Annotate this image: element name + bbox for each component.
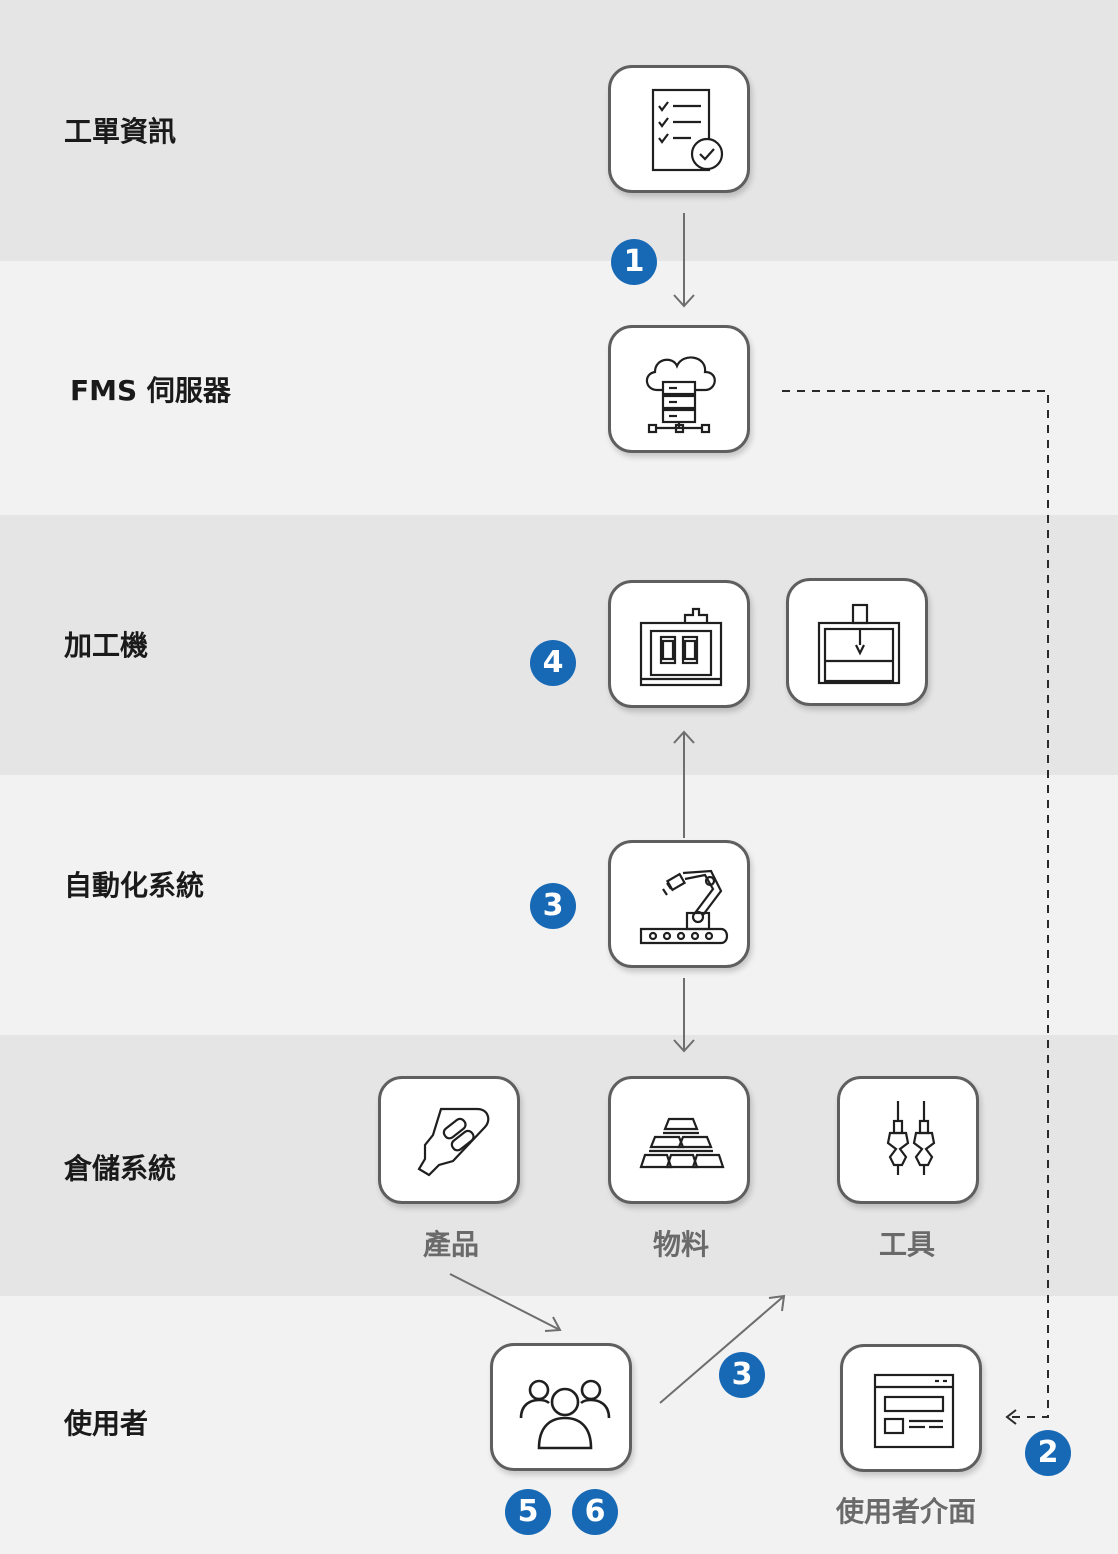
step-badge-5: 5 xyxy=(505,1489,551,1535)
arrowhead xyxy=(673,1039,695,1053)
step-badge-1: 1 xyxy=(611,239,657,285)
arrowhead xyxy=(673,294,695,308)
arrowhead xyxy=(673,730,695,744)
browser-window-icon xyxy=(873,1373,955,1449)
users-group-icon xyxy=(519,1379,611,1450)
arrowhead xyxy=(1005,1409,1017,1425)
material-box xyxy=(608,1076,750,1204)
caption-tool: 工具 xyxy=(878,1228,935,1261)
row-label-warehouse: 倉儲系統 xyxy=(64,1152,177,1185)
arrowhead xyxy=(768,1294,786,1312)
caption-user-interface: 使用者介面 xyxy=(835,1495,976,1528)
automation-box xyxy=(608,840,750,968)
tool-holders-icon xyxy=(886,1101,936,1175)
band-fms-server xyxy=(0,261,1118,515)
cnc-machine-box xyxy=(608,580,750,708)
user-interface-box xyxy=(840,1344,982,1472)
step-badge-6: 6 xyxy=(572,1489,618,1535)
product-part-icon xyxy=(417,1107,490,1177)
product-box xyxy=(378,1076,520,1204)
step-badge-3-automation: 3 xyxy=(530,883,576,929)
caption-product: 產品 xyxy=(422,1228,479,1261)
material-bars-icon xyxy=(639,1117,725,1169)
fms-server-box xyxy=(608,325,750,453)
arrow-user-to-warehouse xyxy=(659,1295,785,1404)
step-badge-3-user: 3 xyxy=(719,1352,765,1398)
arrowhead xyxy=(544,1316,562,1332)
dashed-server-to-ui xyxy=(782,390,1049,1418)
caption-material: 物料 xyxy=(652,1228,709,1261)
tool-box xyxy=(837,1076,979,1204)
step-badge-4: 4 xyxy=(530,640,576,686)
step-badge-2: 2 xyxy=(1025,1430,1071,1476)
milling-machine-box xyxy=(786,578,928,706)
robot-arm-conveyor-icon xyxy=(639,869,729,945)
row-label-fms-server: FMS 伺服器 xyxy=(70,374,231,407)
cnc-machine-icon xyxy=(639,607,723,687)
user-box xyxy=(490,1343,632,1471)
milling-machine-icon xyxy=(817,603,901,685)
cloud-server-icon xyxy=(645,356,716,434)
row-label-user: 使用者 xyxy=(64,1407,149,1440)
arrow-product-to-user xyxy=(449,1273,561,1331)
work-order-box xyxy=(608,65,750,193)
row-label-automation: 自動化系統 xyxy=(64,869,205,902)
row-label-work-order: 工單資訊 xyxy=(64,115,177,148)
band-work-order xyxy=(0,0,1118,261)
checklist-icon xyxy=(651,88,724,172)
row-label-machine: 加工機 xyxy=(64,629,149,662)
